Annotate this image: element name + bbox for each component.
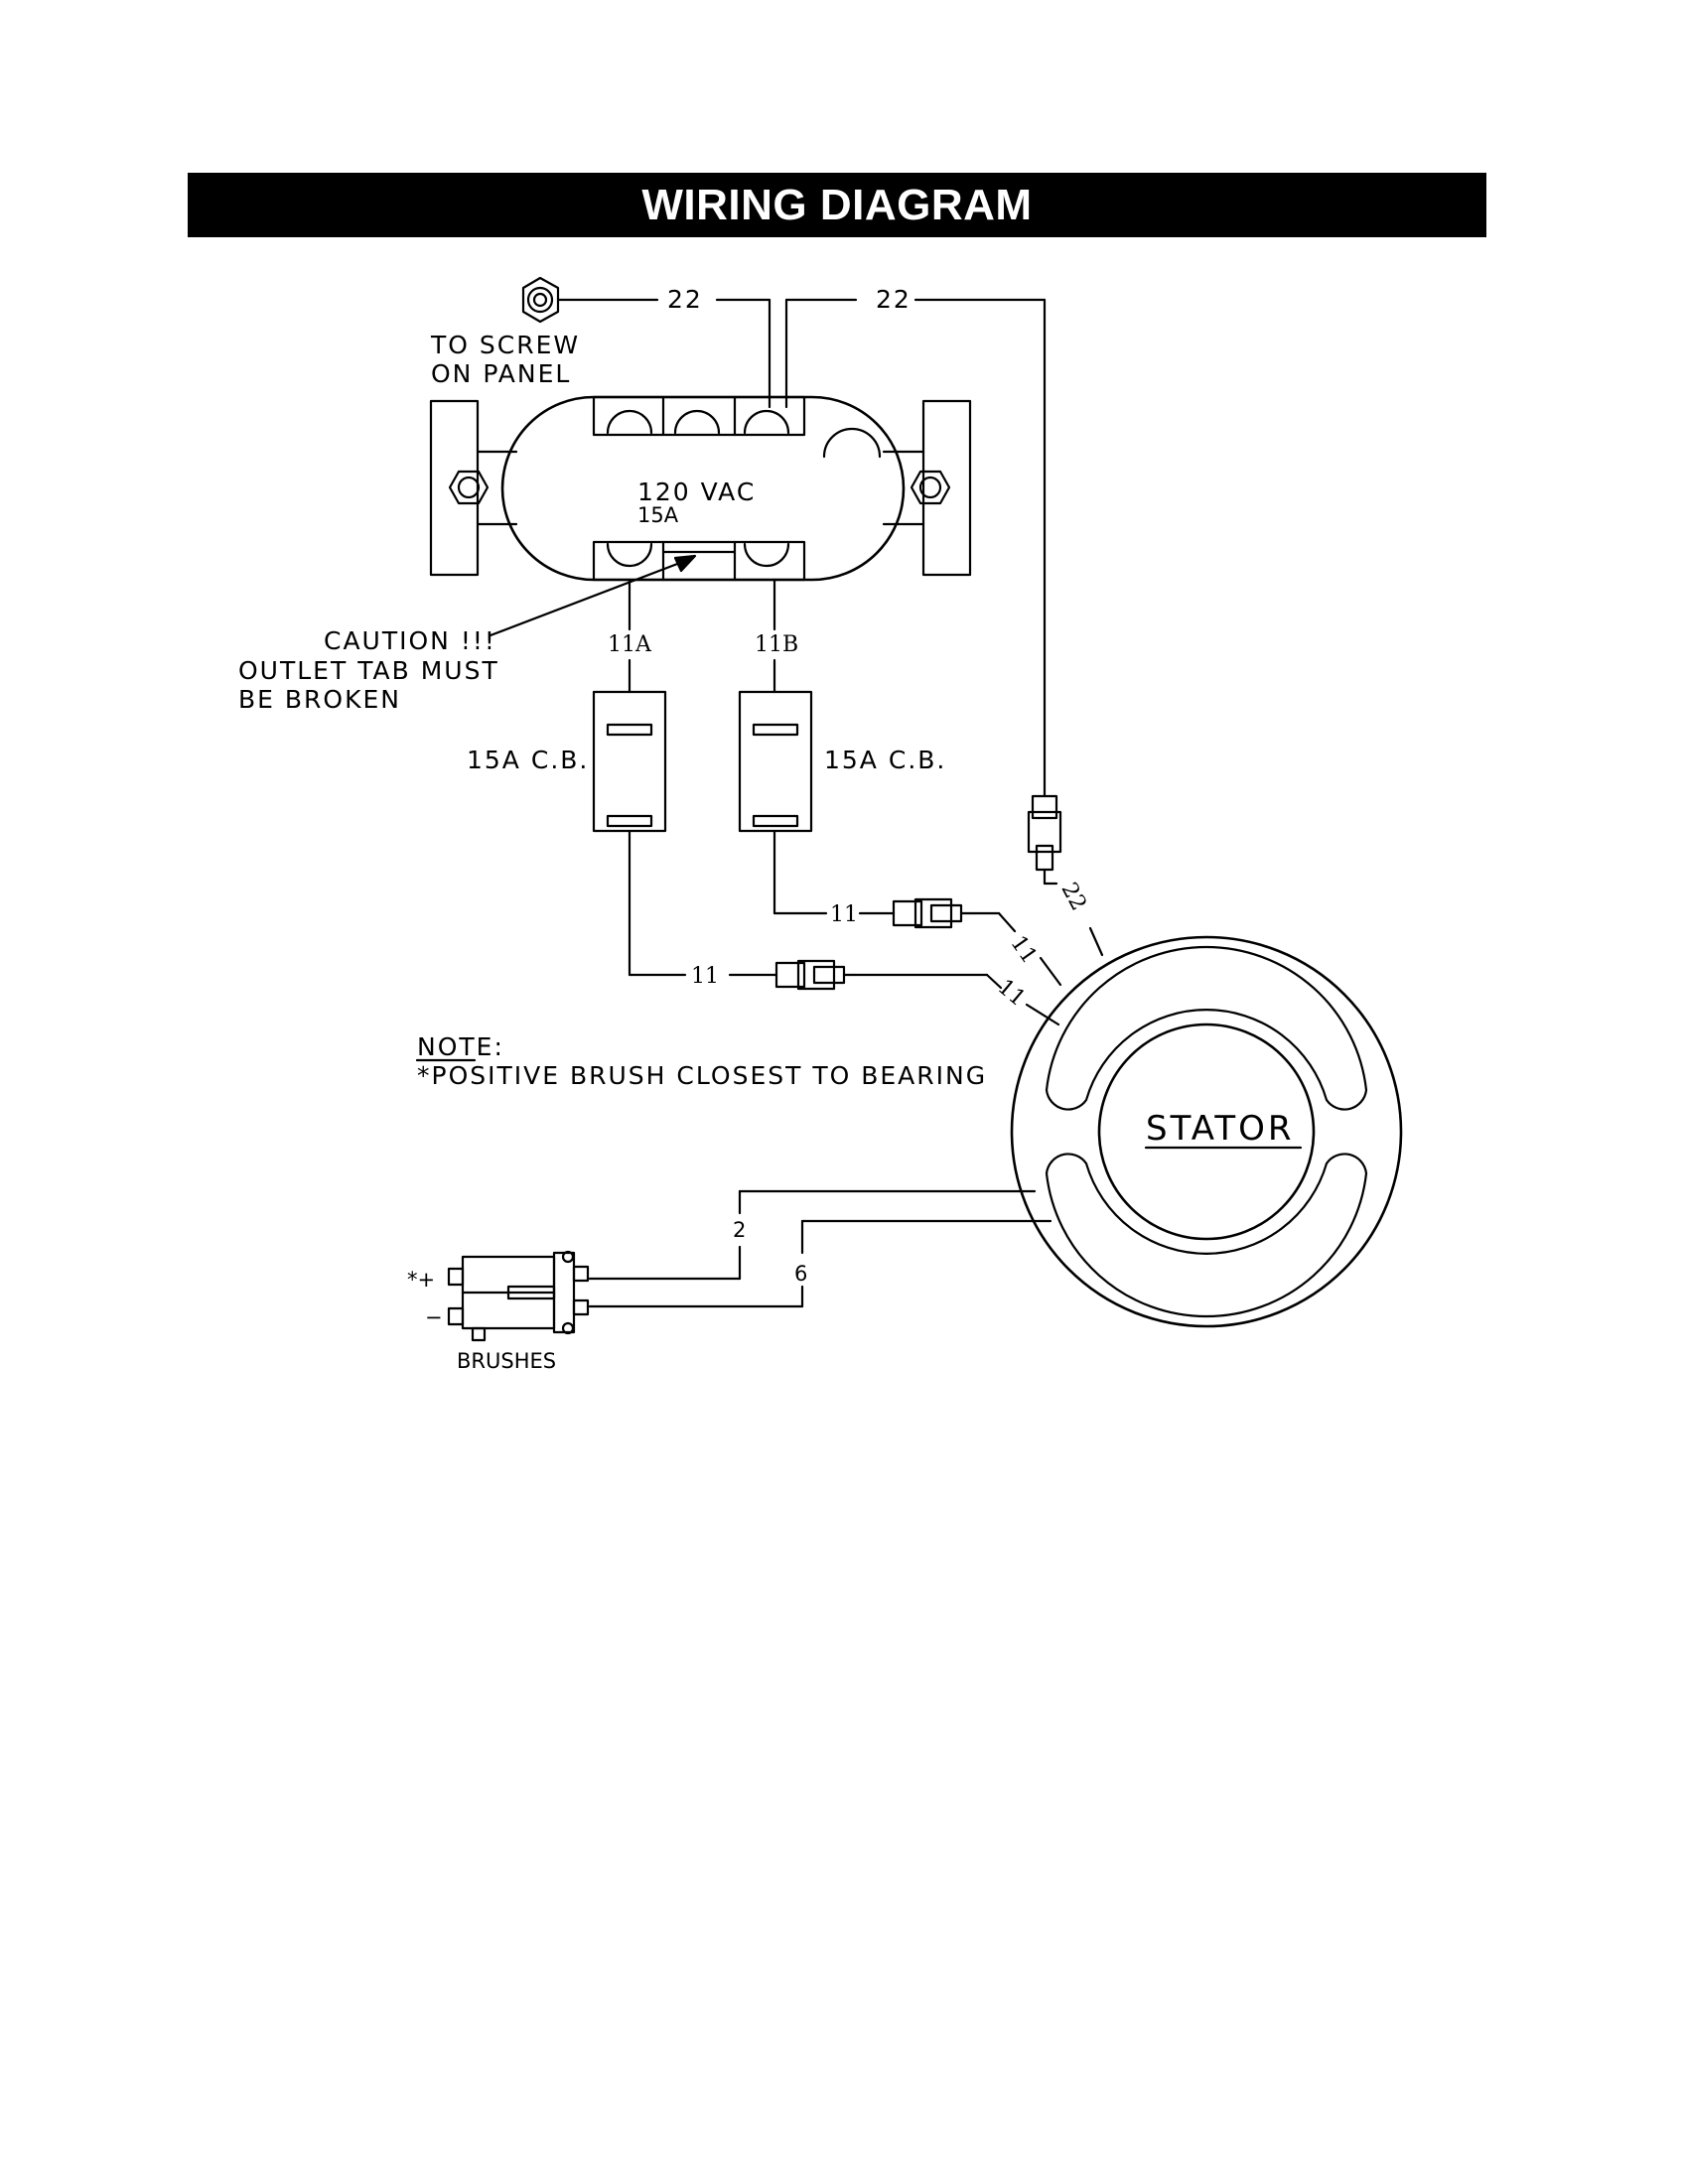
wire-11-lower-label: 11: [691, 964, 719, 989]
wire-6-label: 6: [794, 1262, 807, 1286]
note-title: NOTE:: [417, 1032, 504, 1061]
duplex-outlet: [429, 395, 972, 582]
wire-2-label: 2: [733, 1218, 746, 1242]
brush-positive-label: *+: [407, 1268, 435, 1292]
wire-22-label-left: 22: [667, 285, 703, 314]
outlet-amperage-label: 15A: [637, 503, 679, 527]
panel-screw-icon: [521, 276, 560, 324]
stator: [1010, 935, 1403, 1328]
wire-22-label-right: 22: [876, 285, 912, 314]
connector-22-icon: [1027, 794, 1062, 872]
screw-label-line2: ON PANEL: [431, 359, 571, 388]
wire-22-to-stator: [1043, 868, 1104, 957]
wire-11-upper: [772, 829, 1062, 987]
screw-label-line1: TO SCREW: [430, 331, 580, 359]
right-mount-screw-icon: [910, 470, 951, 505]
caution-label-line2: OUTLET TAB MUST: [238, 656, 499, 685]
brush-negative-label: −: [425, 1305, 443, 1329]
wire-11b-label: 11B: [755, 632, 798, 657]
connector-upper-icon: [892, 897, 975, 929]
left-mount-screw-icon: [448, 470, 490, 505]
wire-22-diag-label: 22: [1055, 879, 1090, 914]
wire-2: [588, 1189, 1037, 1281]
brush-holder: [447, 1250, 590, 1342]
caution-label-line3: BE BROKEN: [238, 685, 401, 714]
wire-11-diag-upper-label: 11: [1005, 931, 1042, 968]
wire-6: [588, 1219, 1052, 1308]
stator-label: STATOR: [1146, 1109, 1294, 1149]
caution-label-line1: CAUTION !!!: [324, 626, 496, 655]
wire-11a-label: 11A: [608, 632, 652, 657]
wire-11-upper-label: 11: [830, 902, 858, 927]
circuit-breaker-right: [738, 690, 813, 833]
connector-lower-icon: [774, 959, 856, 991]
circuit-breaker-left: [592, 690, 667, 833]
breaker-left-label: 15A C.B.: [467, 746, 589, 774]
outlet-voltage-label: 120 VAC: [637, 478, 756, 506]
note-text: *POSITIVE BRUSH CLOSEST TO BEARING: [417, 1061, 987, 1090]
wire-22-ground: [556, 298, 1047, 798]
brushes-label: BRUSHES: [457, 1349, 556, 1373]
caution-arrow: [489, 554, 697, 637]
wire-11-diag-lower-label: 11: [993, 975, 1031, 1012]
wire-11-lower: [628, 829, 1060, 1026]
page-title: WIRING DIAGRAM: [188, 173, 1486, 237]
breaker-right-label: 15A C.B.: [824, 746, 946, 774]
